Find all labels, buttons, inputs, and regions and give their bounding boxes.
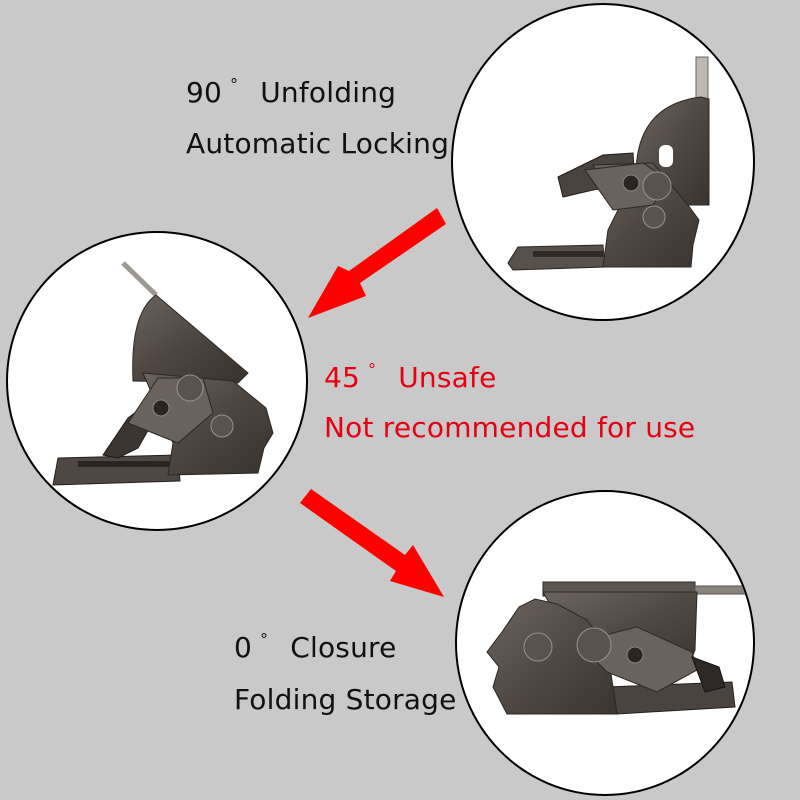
label-90-subtitle: Automatic Locking xyxy=(186,127,450,160)
hinge-0-degree-folded-icon xyxy=(486,581,751,715)
arrow-45-to-0 xyxy=(300,489,444,597)
degree-symbol: ° xyxy=(230,75,239,94)
degree-symbol: ° xyxy=(260,630,269,649)
hinge-45-degree-icon xyxy=(52,261,274,486)
state-title: Unsafe xyxy=(398,361,497,394)
label-0-title: 0 ° Closure xyxy=(234,631,397,664)
label-90-title: 90 ° Unfolding xyxy=(186,76,397,109)
state-title: Closure xyxy=(290,631,397,664)
angle-value: 45 xyxy=(324,361,361,394)
label-45-title: 45 ° Unsafe xyxy=(324,361,497,394)
arrow-90-to-45 xyxy=(308,208,446,318)
state-title: Unfolding xyxy=(260,76,397,109)
hinge-90-degree-locked-icon xyxy=(507,56,710,271)
hinge-45-photo-circle xyxy=(6,231,308,531)
angle-value: 90 xyxy=(186,76,223,109)
degree-symbol: ° xyxy=(368,360,377,379)
label-0-subtitle: Folding Storage xyxy=(234,683,457,716)
hinge-0-photo-circle xyxy=(455,490,755,796)
angle-value: 0 xyxy=(234,631,253,664)
label-45-subtitle: Not recommended for use xyxy=(324,411,696,444)
hinge-90-photo-circle xyxy=(451,3,755,321)
